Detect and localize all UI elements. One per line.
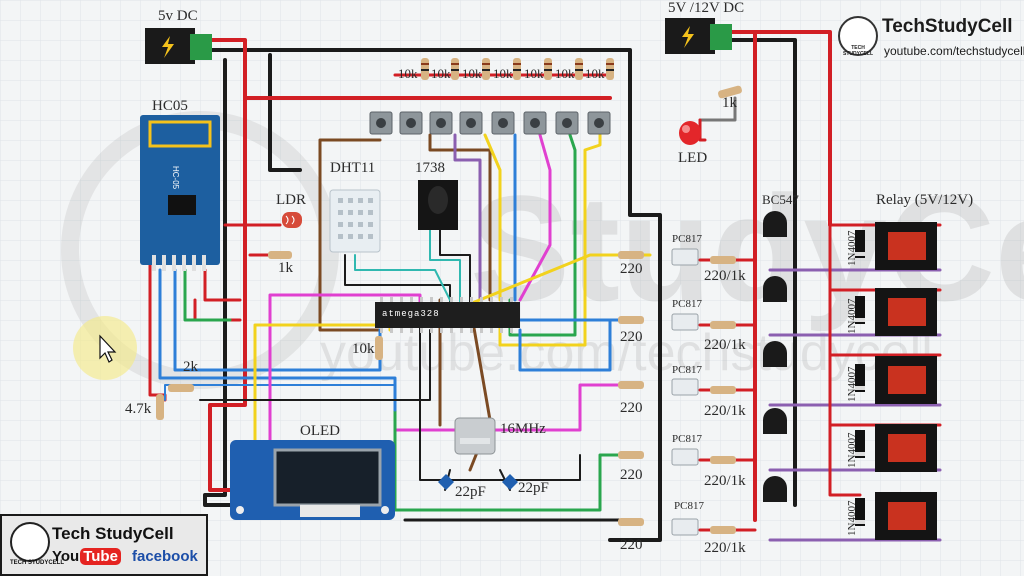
banner-title: Tech StudyCell — [52, 524, 174, 543]
label-220-1k-5: 220/1k — [704, 540, 746, 556]
label-12v-dc: 5V /12V DC — [668, 0, 745, 16]
resistors — [156, 85, 742, 534]
brand-url: youtube.com/techstudycell — [884, 44, 1024, 58]
dc-jack-12v — [665, 18, 732, 54]
optocouplers — [671, 248, 699, 536]
label-relay: Relay (5V/12V) — [876, 192, 974, 208]
label-atmega328: atmega328 — [382, 309, 440, 319]
label-10k-4: 10k — [493, 66, 513, 81]
label-10k-5: 10k — [524, 66, 544, 81]
label-dht11: DHT11 — [330, 160, 376, 176]
transistors — [763, 211, 787, 502]
label-oled: OLED — [300, 423, 340, 439]
label-diode-1: 1N4007 — [846, 230, 858, 266]
label-r-ldr: 1k — [278, 260, 293, 276]
label-220-1k-1: 220/1k — [704, 268, 746, 284]
dht11-sensor — [329, 189, 381, 253]
label-10k-2: 10k — [431, 66, 451, 81]
mouse-cursor-icon — [99, 334, 117, 363]
hc05-module-label: HC-05 — [171, 166, 180, 190]
label-r-10k: 10k — [352, 341, 375, 357]
label-10k-1: 10k — [398, 66, 418, 81]
capacitors — [438, 474, 518, 490]
label-220-1k-2: 220/1k — [704, 337, 746, 353]
label-crystal: 16MHz — [500, 421, 546, 437]
diodes — [855, 230, 865, 526]
label-pc817-5: PC817 — [674, 500, 704, 512]
crystal-16mhz — [454, 417, 496, 455]
channel-logo-text: TECH STUDYCELL — [10, 560, 64, 566]
brand-logo-icon: TECH STUDYCELL — [838, 16, 878, 57]
label-led: LED — [678, 150, 708, 166]
channel-logo-icon — [10, 522, 50, 562]
label-pc817-3: PC817 — [672, 364, 702, 376]
ir-receiver — [418, 180, 458, 230]
ldr-sensor — [282, 212, 302, 228]
label-10k-6: 10k — [555, 66, 575, 81]
label-220-1k-4: 220/1k — [704, 473, 746, 489]
label-220-2: 220 — [620, 329, 643, 345]
label-cap-2: 22pF — [518, 480, 549, 496]
label-pc817-2: PC817 — [672, 298, 702, 310]
label-diode-3: 1N4007 — [846, 366, 858, 402]
label-cap-1: 22pF — [455, 484, 486, 500]
led — [679, 121, 701, 145]
label-r-led: 1k — [722, 95, 737, 111]
relays — [875, 222, 937, 540]
label-bc547: BC547 — [762, 192, 799, 207]
label-220-3: 220 — [620, 400, 643, 416]
label-220-5: 220 — [620, 537, 643, 553]
label-pc817-4: PC817 — [672, 433, 702, 445]
oled-display — [230, 440, 395, 520]
label-r-4k7: 4.7k — [125, 401, 152, 417]
label-220-1: 220 — [620, 261, 643, 277]
dc-jack-5v — [145, 28, 212, 64]
label-diode-5: 1N4007 — [846, 500, 858, 536]
label-diode-2: 1N4007 — [846, 298, 858, 334]
label-diode-4: 1N4007 — [846, 432, 858, 468]
label-hc05: HC05 — [152, 98, 188, 114]
label-10k-7: 10k — [585, 66, 605, 81]
label-pc817-1: PC817 — [672, 233, 702, 245]
label-10k-3: 10k — [462, 66, 482, 81]
brand-name: TechStudyCell — [882, 16, 1013, 37]
label-5v-dc: 5v DC — [158, 8, 198, 24]
atmega328-chip — [375, 297, 520, 333]
label-r-2k: 2k — [183, 359, 198, 375]
label-ldr: LDR — [276, 192, 306, 208]
hc05-module — [140, 115, 220, 271]
label-ir-1738: 1738 — [415, 160, 445, 176]
label-220-1k-3: 220/1k — [704, 403, 746, 419]
svg-text:StudyCell: StudyCell — [470, 164, 1024, 332]
label-220-4: 220 — [620, 467, 643, 483]
facebook-logo: facebook — [132, 548, 198, 565]
pullup-resistors — [421, 58, 614, 80]
